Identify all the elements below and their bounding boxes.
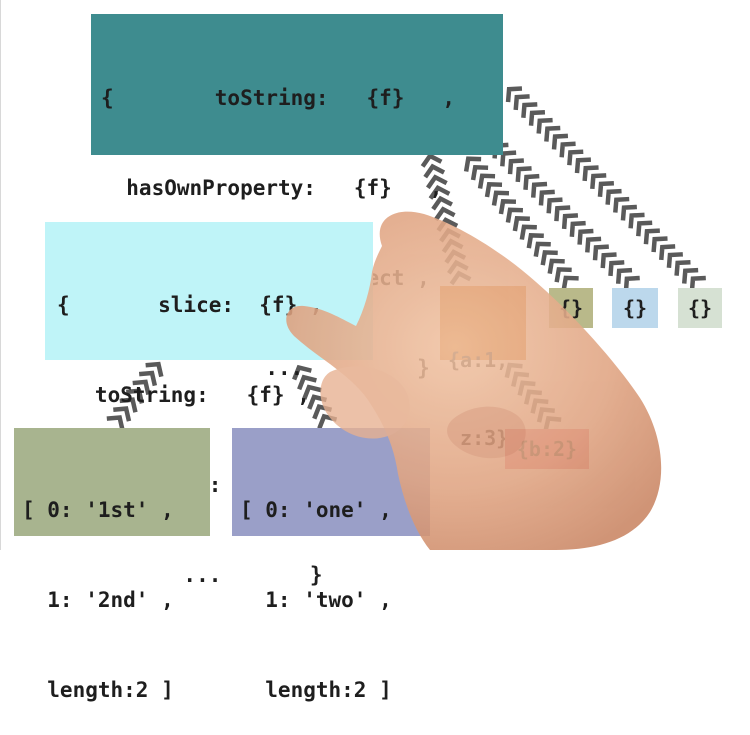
link-chevron: [659, 244, 676, 261]
link-chevron: [521, 102, 538, 119]
link-chevron: [590, 173, 607, 190]
link-chevron: [615, 267, 633, 284]
link-chevron: [530, 398, 549, 414]
link-chevron: [561, 213, 579, 230]
object-a-z-line-a: {a:1,: [448, 348, 509, 372]
link-chevron: [628, 212, 645, 229]
link-chevron: [551, 133, 569, 150]
empty-object-2: {}: [612, 288, 658, 328]
link-chevron: [666, 252, 683, 269]
link-chevron: [540, 250, 558, 266]
link-chevron: [536, 407, 555, 423]
array-one-two-line-0: [ 0: 'one' ,: [240, 498, 392, 522]
link-chevron: [559, 141, 576, 158]
link-chevron: [513, 94, 530, 111]
link-chevron: [554, 205, 571, 222]
link-chevron: [543, 416, 562, 432]
link-chevron: [605, 188, 622, 205]
link-chevron: [567, 149, 584, 166]
empty-object-1: {}: [549, 288, 593, 328]
object-b-box: {b:2}: [505, 429, 589, 469]
array-1st-2nd-box: [ 0: '1st' , 1: '2nd' , length:2 ]: [14, 428, 210, 702]
link-chevron: [512, 216, 530, 232]
link-chevron: [636, 220, 653, 237]
link-chevron: [523, 389, 543, 405]
array-1st-2nd-line-0: [ 0: '1st' ,: [22, 498, 174, 522]
link-chevron: [533, 241, 551, 257]
link-chevron: [613, 196, 630, 213]
object-prototype-line-hasownproperty: hasOwnProperty: {f} ,: [101, 176, 443, 200]
link-chevron: [526, 233, 544, 249]
link-chevron: [597, 181, 615, 197]
link-chevron: [498, 199, 517, 215]
link-chevron: [643, 228, 660, 245]
link-chevron: [681, 267, 699, 284]
link-chevron: [561, 275, 579, 292]
link-chevron: [608, 260, 625, 277]
link-chevron: [582, 165, 599, 182]
array-prototype-line-slice: { slice: {f} ,: [57, 293, 323, 317]
array-1st-2nd-line-length: length:2 ]: [22, 678, 174, 702]
link-empty3-to-objectproto: [505, 86, 706, 292]
link-chevron: [620, 204, 637, 221]
link-chevron: [651, 236, 668, 253]
array-prototype-line-tostring: toString: {f} ,: [57, 383, 310, 407]
link-empty2-to-objectproto: [492, 142, 640, 292]
link-chevron: [530, 181, 548, 198]
link-chevron: [536, 117, 553, 134]
link-chevron: [554, 267, 572, 283]
object-prototype-box: { toString: {f} , hasOwnProperty: {f} , …: [91, 14, 503, 380]
object-prototype-line-tostring: { toString: {f} ,: [101, 86, 456, 110]
link-chevron: [515, 166, 532, 183]
link-chevron: [574, 157, 592, 174]
frame-edge: [0, 0, 1, 550]
array-prototype-box: { slice: {f} , toString: {f} , construct…: [45, 222, 373, 587]
link-chevron: [544, 125, 561, 142]
array-one-two-line-1: 1: 'two' ,: [240, 588, 392, 612]
array-one-two-box: [ 0: 'one' , 1: 'two' , length:2 ]: [232, 428, 430, 702]
link-chevron: [592, 244, 609, 261]
empty-object-3: {}: [678, 288, 722, 328]
link-chevron: [528, 109, 546, 126]
link-chevron: [523, 173, 540, 190]
link-chevron: [519, 224, 537, 240]
link-chevron: [505, 86, 523, 103]
link-chevron: [569, 220, 586, 237]
link-chevron: [600, 252, 617, 269]
array-1st-2nd-line-1: 1: '2nd' ,: [22, 588, 174, 612]
array-one-two-line-length: length:2 ]: [240, 678, 392, 702]
link-chevron: [500, 150, 517, 167]
link-chevron: [546, 197, 563, 214]
link-chevron: [585, 236, 602, 253]
link-chevron: [577, 228, 594, 245]
link-chevron: [538, 189, 555, 206]
link-chevron: [505, 207, 523, 223]
link-chevron: [674, 259, 691, 276]
link-chevron: [507, 158, 524, 175]
link-chevron: [547, 258, 565, 274]
object-a-z-box: {a:1, z:3}: [440, 286, 526, 450]
